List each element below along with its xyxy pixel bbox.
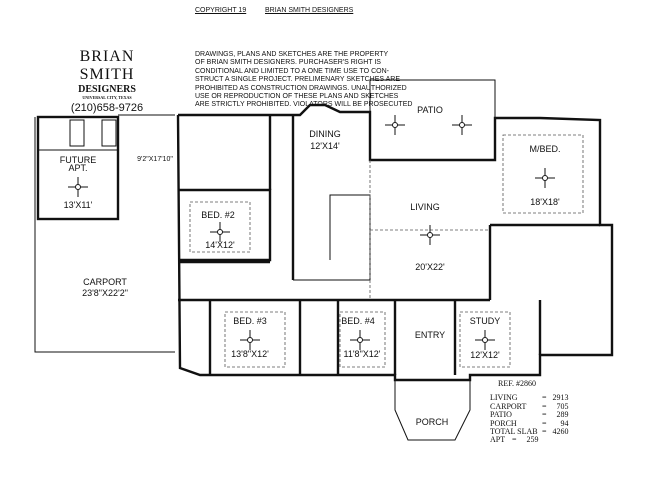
ceiling-fan-icon xyxy=(535,168,555,188)
equals-sign: = xyxy=(542,393,547,403)
stat-value: 289 xyxy=(556,410,569,420)
stat-row: PORCH = 94 xyxy=(490,418,569,428)
stat-label: TOTAL SLAB xyxy=(490,427,538,437)
notice-line: OF BRIAN SMITH DESIGNERS. PURCHASER'S RI… xyxy=(195,59,381,67)
stat-label: PORCH xyxy=(490,418,517,428)
notice-line: PROHIBITED AS CONSTRUCTION DRAWINGS. UNA… xyxy=(195,84,407,92)
bed4-label: BED. #4 xyxy=(341,316,375,326)
dining-size: 12'X14' xyxy=(310,141,340,151)
copyright-notice: DRAWINGS, PLANS AND SKETCHES ARE THE PRO… xyxy=(195,51,412,110)
ceiling-fan-icon xyxy=(210,222,230,242)
equals-sign: = xyxy=(542,410,547,420)
bed4-size: 11'8"X12' xyxy=(344,349,381,359)
apt-vanity xyxy=(69,119,85,147)
stat-value: 705 xyxy=(556,401,569,411)
area-summary: REF. #2860 LIVING = 2913 CARPORT = 705 PATIO… xyxy=(490,379,569,445)
stat-row: APT = 259 xyxy=(490,435,569,445)
logo-city: UNIVERSAL CITY, TEXAS xyxy=(82,95,132,100)
ceiling-fan-icon xyxy=(475,330,495,350)
living-label: LIVING xyxy=(410,202,440,212)
stat-value: 2913 xyxy=(552,393,569,403)
stat-value: 4260 xyxy=(552,427,569,437)
stat-row: TOTAL SLAB = 4260 xyxy=(490,427,569,437)
ceiling-fan-icon xyxy=(452,115,472,135)
company-logo: BRIAN SMITH DESIGNERS UNIVERSAL CITY, TE… xyxy=(52,48,162,114)
master-bed-label: M/BED. xyxy=(529,144,560,154)
stat-row: PATIO = 289 xyxy=(490,410,569,420)
study-label: STUDY xyxy=(470,316,501,326)
future-apt-walls xyxy=(36,115,120,221)
company-line: BRIAN SMITH DESIGNERS xyxy=(265,7,354,14)
bed3-label: BED. #3 xyxy=(233,316,267,326)
porch-outline xyxy=(394,380,471,441)
carport-outline xyxy=(34,117,175,353)
plan-ref: REF. #2860 xyxy=(498,379,537,388)
stat-row: LIVING = 2913 xyxy=(490,393,569,403)
ceiling-fan-icon xyxy=(350,330,370,350)
master-bed-size: 18'X18' xyxy=(530,197,560,207)
ceiling-fan-icon xyxy=(385,115,405,135)
future-apt-label-2: APT. xyxy=(68,163,87,173)
patio-outline xyxy=(369,79,496,118)
equals-sign: = xyxy=(542,427,547,437)
equals-sign: = xyxy=(542,418,547,428)
stat-label: LIVING xyxy=(490,393,518,403)
room-boundaries xyxy=(189,134,584,368)
notice-line: USE OR REPRODUCTION OF THESE PLANS AND S… xyxy=(195,93,399,101)
equals-sign: = xyxy=(512,435,517,445)
stat-value: 94 xyxy=(560,418,569,428)
bed2-size: 14'X12' xyxy=(205,240,235,250)
dining-label: DINING xyxy=(309,129,341,139)
interior-walls xyxy=(178,115,600,375)
study-size: 12'X12' xyxy=(470,350,500,360)
stat-value: 259 xyxy=(526,435,539,445)
future-apt-size: 13'X11' xyxy=(64,200,93,210)
bed2-label: BED. #2 xyxy=(201,210,235,220)
notice-line: ARE STRICTLY PROHIBITED. VIOLATORS WILL … xyxy=(195,101,413,109)
stat-label: APT xyxy=(490,435,506,445)
ceiling-fan-icon xyxy=(68,177,88,197)
copyright-label: COPYRIGHT 19 xyxy=(195,7,247,14)
porch-label: PORCH xyxy=(416,417,449,427)
bed3-size: 13'8"X12' xyxy=(231,349,269,359)
stat-row: CARPORT = 705 xyxy=(490,401,569,411)
living-size: 20'X22' xyxy=(415,262,445,272)
apt-tub xyxy=(101,119,117,147)
notice-line: STRUCT A SINGLE PROJECT. PRELIMENARY SKE… xyxy=(195,76,401,84)
logo-sub: DESIGNERS xyxy=(78,84,136,95)
carport-label: CARPORT xyxy=(83,277,127,287)
ceiling-fan-icon xyxy=(420,225,440,245)
notice-line: DRAWINGS, PLANS AND SKETCHES ARE THE PRO… xyxy=(195,51,389,58)
ceiling-fan-icon xyxy=(240,330,260,350)
logo-name: BRIAN SMITH xyxy=(79,48,135,83)
notice-line: CONDITIONAL AND LIMITED TO A ONE TIME US… xyxy=(195,67,389,75)
future-apt-label: FUTURE xyxy=(60,155,97,165)
stat-label: CARPORT xyxy=(490,401,527,411)
carport-size: 23'8"X22'2" xyxy=(82,288,128,298)
entry-label: ENTRY xyxy=(415,330,445,340)
stat-label: PATIO xyxy=(490,410,512,420)
equals-sign: = xyxy=(542,401,547,411)
logo-phone: (210)658-9726 xyxy=(70,102,144,114)
breezeway-size: 9'2"X17'10" xyxy=(137,156,173,163)
patio-label: PATIO xyxy=(417,105,443,115)
